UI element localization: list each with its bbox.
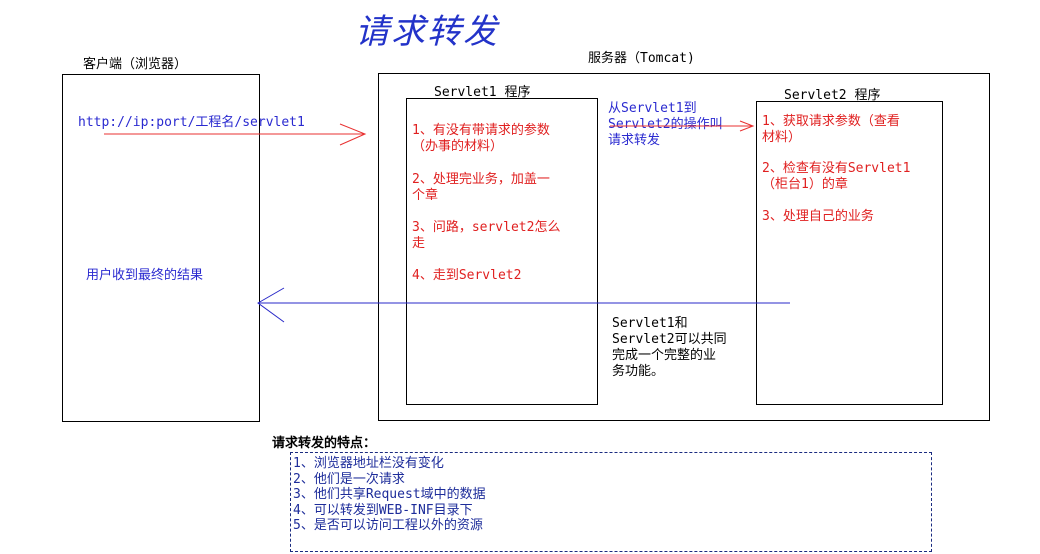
- client-box: [62, 74, 260, 422]
- servlet2-step-1: 1、获取请求参数（查看 材料）: [762, 114, 900, 146]
- feature-item: 1、浏览器地址栏没有变化: [293, 456, 444, 471]
- server-label: 服务器（Tomcat): [588, 51, 695, 66]
- servlet1-step-2-line-2: 个章: [412, 188, 439, 203]
- servlet2-step-2-line-2: （柜台1）的章: [762, 177, 848, 192]
- servlet1-step-1-line-1: 1、有没有带请求的参数: [412, 123, 550, 138]
- feature-item: 2、他们是一次请求: [293, 471, 405, 487]
- feature-item: 4、可以转发到WEB-INF目录下: [293, 502, 473, 518]
- servlet1-step-4: 4、走到Servlet2: [412, 268, 521, 284]
- servlet1-step-3-line-2: 走: [412, 236, 426, 251]
- features-box: [290, 452, 932, 552]
- together-note-line-1: Servlet1和: [612, 316, 688, 331]
- servlet2-label: Servlet2 程序: [784, 88, 881, 103]
- forward-note: 从Servlet1到 Servlet2的操作叫 请求转发: [608, 101, 723, 149]
- servlet1-step-2-line-1: 2、处理完业务，加盖一: [412, 172, 550, 187]
- response-arrow-head: [257, 287, 285, 323]
- servlet1-label: Servlet1 程序: [434, 85, 531, 100]
- feature-item: 5、是否可以访问工程以外的资源: [293, 518, 483, 533]
- features-title: 请求转发的特点：: [272, 436, 377, 451]
- feature-item: 3、他们共享Request域中的数据: [293, 487, 486, 502]
- together-note-line-3: 完成一个完整的业: [612, 348, 717, 363]
- client-result: 用户收到最终的结果: [86, 268, 204, 283]
- servlet2-step-2: 2、检查有没有Servlet1 （柜台1）的章: [762, 161, 910, 193]
- servlet1-step-1-line-2: （办事的材料）: [412, 139, 504, 154]
- servlet1-box: [406, 98, 598, 405]
- servlet2-step-3-line-1: 3、处理自己的业务: [762, 209, 874, 224]
- forward-note-line-3: 请求转发: [608, 133, 661, 148]
- together-note-line-2: Servlet2可以共同: [612, 332, 727, 347]
- client-label: 客户端（浏览器）: [83, 57, 188, 72]
- servlet2-step-1-line-1: 1、获取请求参数（查看: [762, 114, 900, 129]
- servlet1-step-3: 3、问路，servlet2怎么 走: [412, 220, 560, 252]
- servlet1-step-4-line-1: 4、走到Servlet2: [412, 268, 522, 283]
- servlet1-step-2: 2、处理完业务，加盖一 个章: [412, 172, 550, 204]
- features-list: 1、浏览器地址栏没有变化 2、他们是一次请求 3、他们共享Request域中的数…: [293, 456, 486, 534]
- together-note-line-4: 务功能。: [612, 364, 665, 379]
- forward-note-line-2: Servlet2的操作叫: [608, 117, 723, 132]
- client-url: http://ip:port/工程名/servlet1: [78, 115, 305, 130]
- servlet2-step-1-line-2: 材料）: [762, 130, 802, 145]
- request-arrow-head: [339, 123, 367, 146]
- forward-note-line-1: 从Servlet1到: [608, 101, 697, 116]
- servlet2-box: [756, 101, 943, 405]
- servlet1-step-1: 1、有没有带请求的参数 （办事的材料）: [412, 123, 550, 155]
- diagram-title: 请求转发: [355, 12, 499, 52]
- servlet1-step-3-line-1: 3、问路，servlet2怎么: [412, 220, 561, 235]
- servlet2-step-3: 3、处理自己的业务: [762, 209, 874, 225]
- together-note: Servlet1和 Servlet2可以共同 完成一个完整的业 务功能。: [612, 316, 727, 380]
- servlet2-step-2-line-1: 2、检查有没有Servlet1: [762, 161, 911, 176]
